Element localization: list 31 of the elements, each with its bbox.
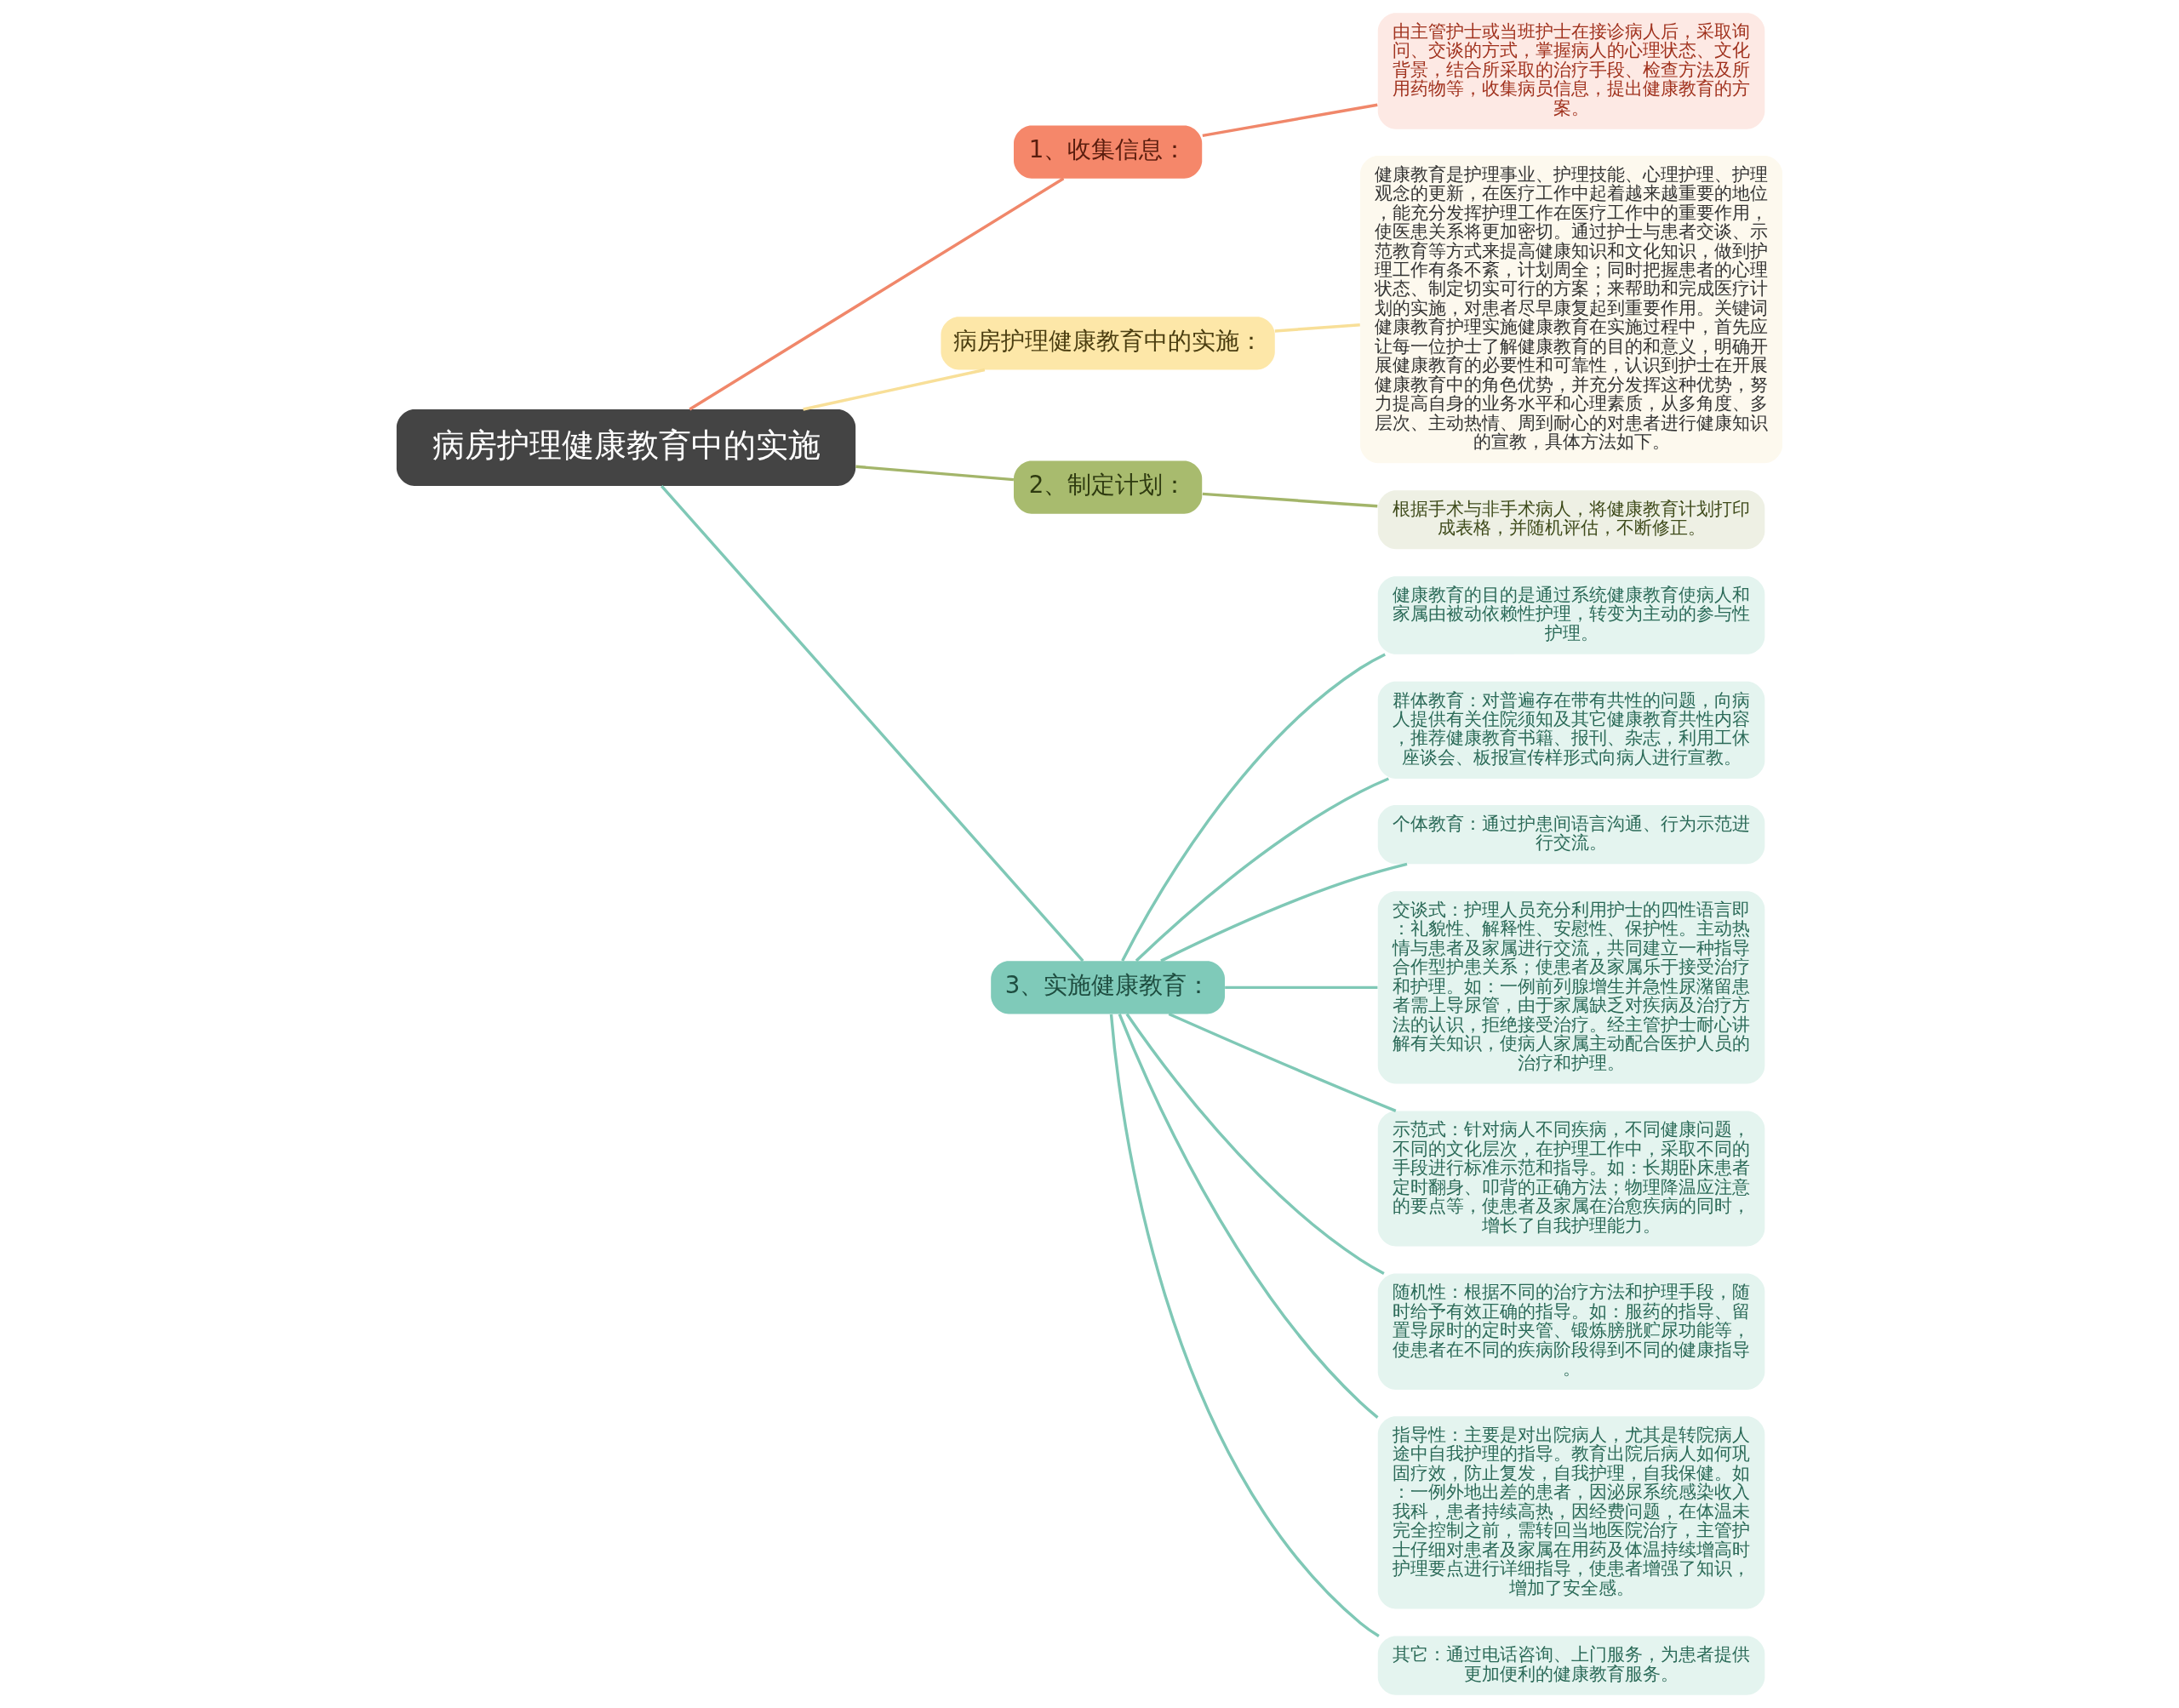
node-box: 根据手术与非手术病人，将健康教育计划打印成表格，并随机评估，不断修正。 bbox=[1377, 490, 1765, 550]
connector bbox=[1202, 492, 1378, 508]
node-box: 健康教育的目的是通过系统健康教育使病人和家属由被动依赖性护理，转变为主动的参与性护理。 bbox=[1377, 576, 1765, 654]
node-box: 病房护理健康教育中的实施： bbox=[941, 317, 1275, 370]
connector bbox=[1168, 1012, 1397, 1112]
node-box: 群体教育：对普遍存在带有共性的问题，向病人提供有关住院须知及其它健康教育共性内容，推荐健康教育书籍、报刊、杂志，利用工休座谈会、板报宣传样形式向病人进行宣教。 bbox=[1377, 681, 1765, 779]
node-box: 2、制定计划： bbox=[1014, 460, 1203, 514]
connector bbox=[1121, 653, 1386, 962]
connector bbox=[1135, 777, 1390, 963]
connector bbox=[1118, 1014, 1379, 1419]
connector bbox=[1202, 103, 1378, 138]
connector bbox=[1125, 1013, 1385, 1276]
connector bbox=[661, 485, 1084, 963]
node-box: 示范式：针对病人不同疾病，不同健康问题，不同的文化层次，在护理工作中，采取不同的手段进行标准示范和指导。如：长期卧床患者定时翻身、叩背的正确方法；物理降温应注意的要点等，使患者及家属在治愈疾病的同时，增长了自我护理能力。 bbox=[1377, 1111, 1765, 1247]
node-box: 由主管护士或当班护士在接诊病人后，采取询问、交谈的方式，掌握病人的心理状态、文化背景，结合所采取的治疗手段、检查方法及所用药物等，收集病员信息，提出健康教育的方案。 bbox=[1377, 13, 1765, 129]
connector bbox=[1160, 862, 1408, 963]
node-box: 个体教育：通过护患间语言沟通、行为示范进行交流。 bbox=[1377, 805, 1765, 865]
node-box: 1、收集信息： bbox=[1014, 125, 1203, 179]
connector bbox=[1225, 985, 1378, 990]
connector bbox=[689, 177, 1065, 411]
node-box: 病房护理健康教育中的实施 bbox=[396, 409, 856, 486]
node-box: 交谈式：护理人员充分利用护士的四性语言即：礼貌性、解释性、安慰性、保护性。主动热情与患者及家属进行交流，共同建立一种指导合作型护患关系；使患者及家属乐于接受治疗和护理。如：一例前列腺增生并急性尿潴留患者需上导尿管，由于家属缺乏对疾病及治疗方法的认识，拒绝接受治疗。经主管护士耐心讲解有关知识，使病人家属主动配合医护人员的治疗和护理。 bbox=[1377, 891, 1765, 1084]
node-box: 指导性：主要是对出院病人，尤其是转院病人途中自我护理的指导。教育出院后病人如何巩固疗效，防止复发，自我护理，自我保健。如：一例外地出差的患者，因泌尿系统感染收入我科，患者持续高热，因经费问题，在体温未完全控制之前，需转回当地医院治疗，主管护士仔细对患者及家属在用药及体温持续增高时护理要点进行详细指导，使患者增强了知识，增加了安全感。 bbox=[1377, 1416, 1765, 1609]
connector bbox=[1274, 323, 1360, 333]
connector bbox=[1109, 1014, 1380, 1637]
connector bbox=[855, 465, 1015, 482]
node-box: 3、实施健康教育： bbox=[991, 961, 1225, 1014]
node-box: 健康教育是护理事业、护理技能、心理护理、护理观念的更新，在医疗工作中起着越来越重要的地位，能充分发挥护理工作在医疗工作中的重要作用，使医患关系将更加密切。通过护士与患者交谈、示范教育等方式来提高健康知识和文化知识，做到护理工作有条不紊，计划周全；同时把握患者的心理状态、制定切实可行的方案；来帮助和完成医疗计划的实施，对患者尽早康复起到重要作用。关键词健康教育护理实施健康教育在实施过程中，首先应让每一位护士了解健康教育的目的和意义，明确开展健康教育的必要性和可靠性，认识到护士在开展健康教育中的角色优势，并充分发挥这种优势，努力提高自身的业务水平和心理素质，从多角度、多层次、主动热情、周到耐心的对患者进行健康知识的宣教，具体方法如下。 bbox=[1360, 155, 1783, 464]
connector bbox=[803, 368, 986, 411]
node-box: 随机性：根据不同的治疗方法和护理手段，随时给予有效正确的指导。如：服药的指导、留置导尿时的定时夹管、锻炼膀胱贮尿功能等，使患者在不同的疾病阶段得到不同的健康指导。 bbox=[1377, 1273, 1765, 1391]
node-box: 其它：通过电话咨询、上门服务，为患者提供更加便利的健康教育服务。 bbox=[1377, 1636, 1765, 1695]
